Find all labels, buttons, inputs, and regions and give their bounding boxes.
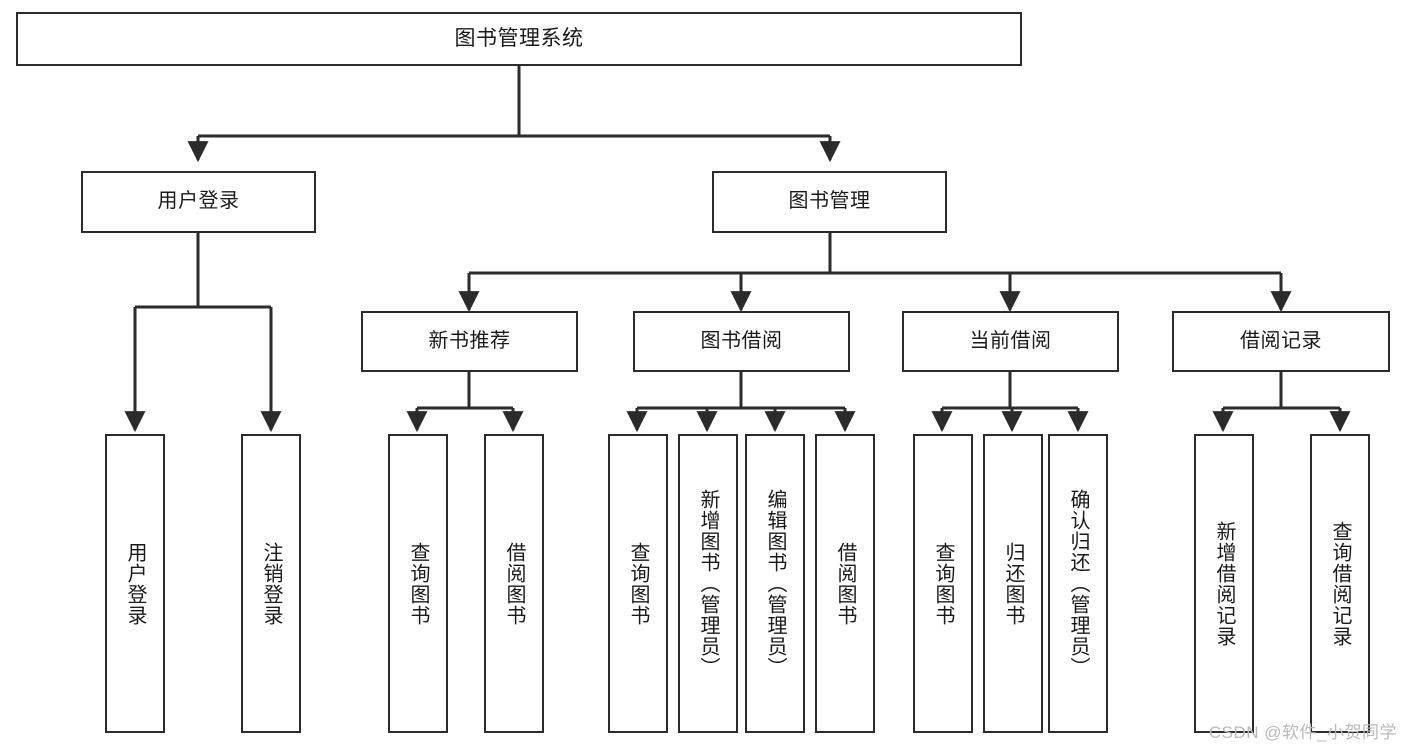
leaf-query-book-current[interactable]: 查询图书 — [913, 434, 973, 733]
leaf-add-borrow-record[interactable]: 新增借阅记录 — [1194, 434, 1254, 733]
leaf-borrow-book[interactable]: 借阅图书 — [815, 434, 875, 733]
node-label: 借阅图书 — [834, 541, 856, 626]
leaf-return-book[interactable]: 归还图书 — [983, 434, 1043, 733]
node-new-book-recommend[interactable]: 新书推荐 — [361, 311, 578, 372]
node-label: 借阅图书 — [503, 541, 525, 626]
node-borrow-record[interactable]: 借阅记录 — [1172, 311, 1390, 372]
node-label: 新增借阅记录 — [1213, 520, 1235, 647]
node-book-borrow[interactable]: 图书借阅 — [633, 311, 850, 372]
node-label: 借阅记录 — [1240, 329, 1322, 352]
leaf-borrow-book-recommend[interactable]: 借阅图书 — [484, 434, 544, 733]
node-label: 查询图书 — [407, 541, 429, 626]
node-label: 图书借阅 — [700, 329, 783, 352]
node-label: 确认归还（管理员） — [1067, 489, 1089, 678]
node-label: 用户登录 — [124, 541, 146, 626]
leaf-query-borrow-record[interactable]: 查询借阅记录 — [1310, 434, 1370, 733]
node-label: 图书管理 — [788, 190, 871, 213]
node-label: 新增图书（管理员） — [697, 489, 719, 678]
leaf-user-login[interactable]: 用户登录 — [105, 434, 165, 733]
node-label: 查询图书 — [627, 541, 649, 626]
node-root-system[interactable]: 图书管理系统 — [16, 12, 1022, 66]
node-label: 用户登录 — [157, 190, 240, 213]
leaf-query-book-borrow[interactable]: 查询图书 — [608, 434, 668, 733]
leaf-edit-book-admin[interactable]: 编辑图书（管理员） — [745, 434, 805, 733]
node-current-borrow[interactable]: 当前借阅 — [902, 311, 1119, 372]
node-label: 新书推荐 — [428, 329, 511, 352]
node-label: 编辑图书（管理员） — [764, 489, 786, 678]
node-label: 查询借阅记录 — [1329, 520, 1351, 647]
node-book-management[interactable]: 图书管理 — [712, 171, 947, 233]
leaf-add-book-admin[interactable]: 新增图书（管理员） — [678, 434, 738, 733]
node-label: 图书管理系统 — [454, 26, 584, 50]
node-label: 注销登录 — [260, 541, 282, 626]
leaf-confirm-return-admin[interactable]: 确认归还（管理员） — [1048, 434, 1108, 733]
leaf-query-book-recommend[interactable]: 查询图书 — [388, 434, 448, 733]
node-label: 当前借阅 — [969, 329, 1052, 352]
node-user-login[interactable]: 用户登录 — [81, 171, 316, 233]
node-label: 查询图书 — [932, 541, 954, 626]
node-label: 归还图书 — [1002, 541, 1024, 626]
leaf-logout[interactable]: 注销登录 — [241, 434, 301, 733]
